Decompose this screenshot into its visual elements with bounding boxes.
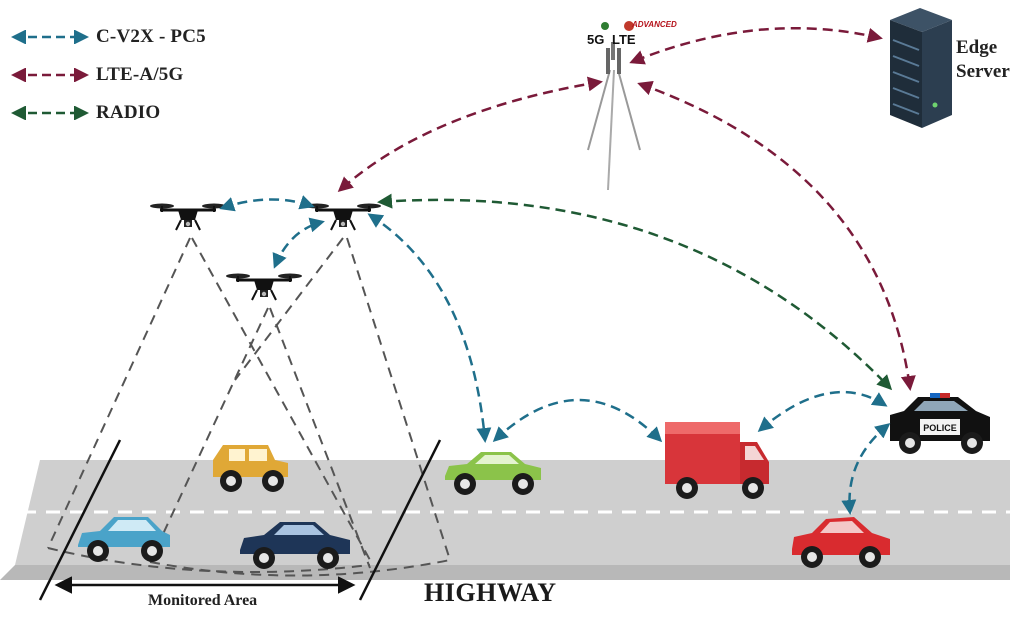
legend-label: RADIO	[96, 102, 161, 123]
car-icon	[78, 517, 170, 562]
legend-item-lte: LTE-A/5G	[10, 56, 206, 94]
edge-server-label-line2: Server	[956, 61, 1010, 82]
monitored-area-marker	[38, 439, 442, 601]
police-car-icon: POLICE	[890, 393, 990, 454]
radio-arrow-icon	[10, 106, 89, 120]
car-icon	[240, 522, 350, 569]
drone-coverage-cones	[47, 237, 451, 577]
edge-server-label: Edge Server	[956, 36, 1010, 84]
legend-item-c-v2x: C-V2X - PC5	[10, 18, 206, 56]
monitored-area-label: Monitored Area	[148, 592, 258, 609]
car-icon	[792, 517, 890, 568]
highway-label: HIGHWAY	[424, 578, 557, 607]
legend-item-radio: RADIO	[10, 94, 206, 132]
drone-icon	[303, 202, 383, 232]
legend: C-V2X - PC5 LTE-A/5G RADIO	[10, 18, 206, 132]
car-icon	[445, 452, 541, 495]
tower-advanced-label: ADVANCED	[632, 20, 677, 29]
lte-links	[337, 26, 916, 391]
edge-server-label-line1: Edge	[956, 37, 998, 58]
legend-label: C-V2X - PC5	[96, 26, 206, 47]
police-text: POLICE	[923, 423, 957, 433]
legend-label: LTE-A/5G	[96, 64, 184, 85]
truck-icon	[665, 422, 769, 499]
drone-icon	[224, 272, 304, 302]
server-icon	[890, 8, 952, 128]
drone-icon	[148, 202, 228, 232]
tower-lte-label: LTE	[612, 32, 636, 47]
tower-5g-label: 5G	[587, 32, 605, 47]
car-icon	[213, 445, 288, 492]
lte-arrow-icon	[10, 68, 89, 82]
c-v2x-arrow-icon	[10, 30, 89, 44]
radio-links	[377, 193, 893, 391]
c-v2x-links	[219, 195, 891, 515]
